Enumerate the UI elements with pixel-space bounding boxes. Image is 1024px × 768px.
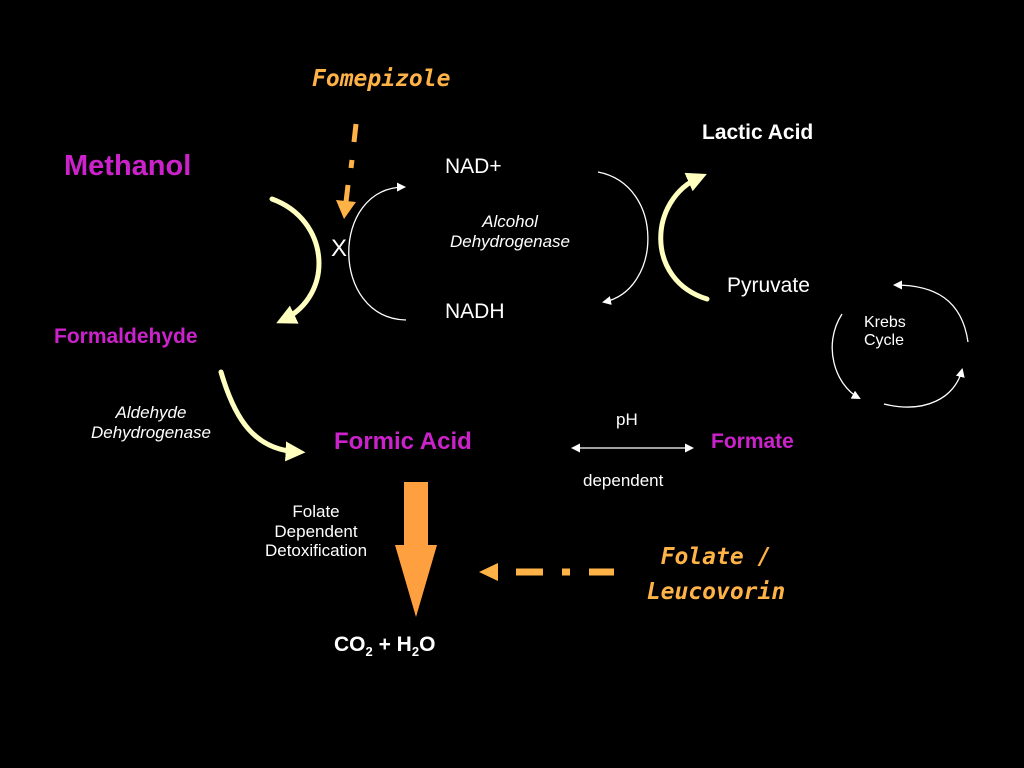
o-text: O	[419, 633, 436, 656]
plus-h-text: + H	[372, 633, 412, 656]
aldehyde-dh-line1: Aldehyde	[115, 403, 187, 422]
methanol-label: Methanol	[64, 150, 192, 182]
folate-detox-line1: Folate	[292, 502, 340, 521]
formaldehyde-label: Formaldehyde	[54, 325, 198, 348]
co-subscript: 2	[365, 644, 373, 660]
folate-line1: Folate /	[660, 544, 772, 570]
nadh-label: NADH	[445, 300, 505, 323]
folate-arrowhead	[479, 563, 498, 581]
fomepizole-dash-2	[348, 159, 355, 169]
formic-acid-label: Formic Acid	[334, 428, 472, 455]
x-block-mark: X	[331, 235, 348, 262]
folate-detox-line3: Detoxification	[264, 541, 368, 561]
pyruvate-to-lactic-acid-arrow	[658, 172, 710, 302]
ph-label: pH	[616, 410, 638, 429]
lactic-acid-label: Lactic Acid	[702, 121, 814, 144]
formaldehyde-to-formic-acid-arrow	[218, 369, 306, 462]
nad-plus-label: NAD+	[445, 155, 502, 178]
folate-detox-line2: Dependent	[274, 521, 358, 541]
aldehyde-dehydrogenase-label: Aldehyde Dehydrogenase	[72, 403, 230, 442]
krebs-line2: Cycle	[864, 332, 905, 350]
krebs-cycle-arc-bottom	[883, 368, 965, 408]
pyruvate-label: Pyruvate	[727, 274, 810, 297]
alcohol-dh-line2: Dehydrogenase	[449, 231, 571, 251]
krebs-cycle-arc-top	[893, 280, 969, 343]
aldehyde-dh-line2: Dehydrogenase	[90, 422, 212, 442]
folate-detox-label: Folate Dependent Detoxification	[246, 502, 386, 561]
nad-to-nadh-cofactor-arrow	[348, 182, 407, 321]
formate-label: Formate	[711, 430, 794, 453]
dependent-label: dependent	[583, 471, 664, 490]
fomepizole-label: Fomepizole	[312, 66, 451, 92]
methanol-to-formaldehyde-arrow	[269, 196, 322, 324]
alcohol-dehydrogenase-label: Alcohol Dehydrogenase	[430, 212, 590, 251]
folate-detox-block-arrow	[395, 482, 437, 617]
krebs-line1: Krebs	[864, 314, 906, 331]
co-text: CO	[334, 633, 366, 656]
fomepizole-dash-1	[351, 123, 359, 143]
alcohol-dh-line1: Alcohol	[482, 212, 538, 231]
folate-leucovorin-label: Folate / Leucovorin	[636, 540, 796, 609]
nadh-to-nad-cofactor-arrow	[597, 171, 649, 305]
krebs-cycle-arc-left	[831, 313, 861, 399]
fomepizole-dash-3	[343, 184, 351, 203]
h-subscript: 2	[411, 644, 420, 660]
co2-h2o-label: CO2 + H2O	[334, 633, 435, 660]
fomepizole-arrowhead	[336, 200, 356, 219]
krebs-cycle-label: Krebs Cycle	[864, 314, 906, 351]
folate-line2: Leucovorin	[646, 578, 786, 605]
